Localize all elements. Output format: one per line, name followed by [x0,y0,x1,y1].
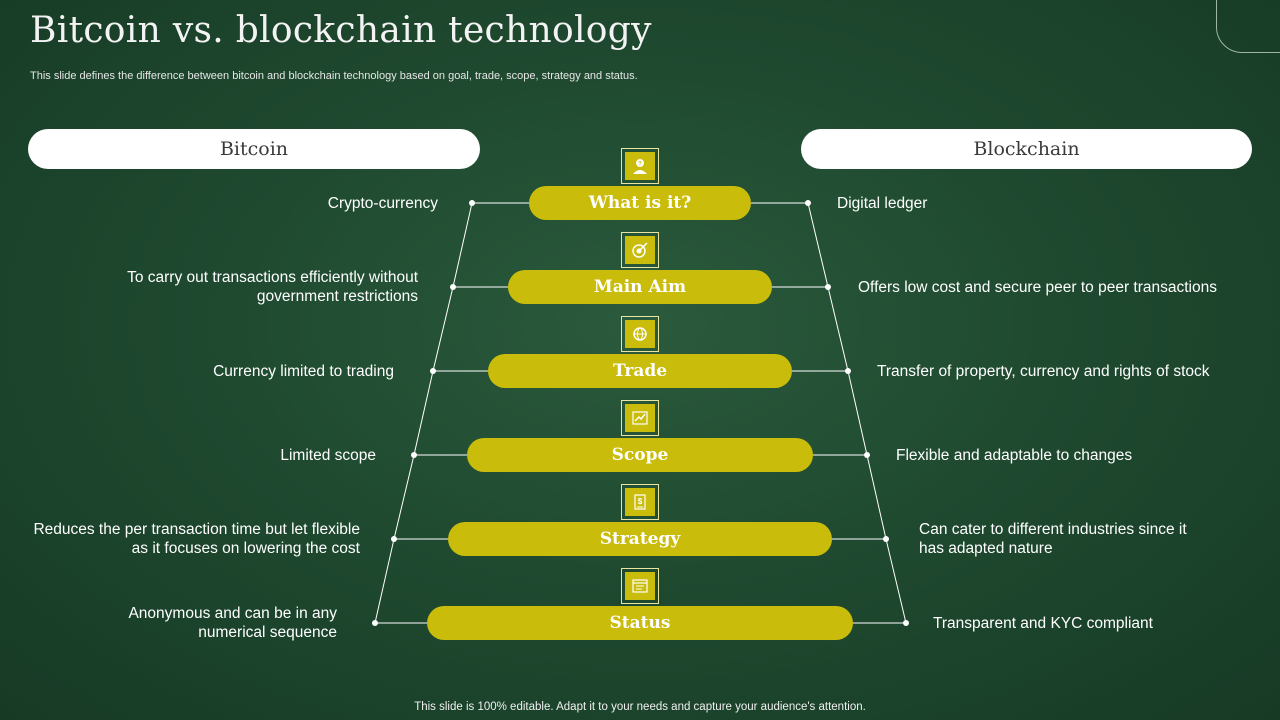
row-label-main-aim: Main Aim [508,270,772,304]
person-question-icon: ? [621,148,659,184]
bitcoin-scope: Limited scope [280,447,376,464]
bitcoin-header: Bitcoin [28,129,480,169]
page-title: Bitcoin vs. blockchain technology [30,10,652,51]
row-label-what-is-it: What is it? [529,186,751,220]
bitcoin-status: Anonymous and can be in any numerical se… [128,605,337,641]
growth-chart-icon [621,400,659,436]
blockchain-what-is-it: Digital ledger [837,195,928,212]
bitcoin-what-is-it: Crypto-currency [327,195,438,212]
strategy-board-icon: $ [621,484,659,520]
row-label-trade: Trade [488,354,792,388]
globe-exchange-icon [621,316,659,352]
bitcoin-strategy: Reduces the per transaction time but let… [33,521,360,557]
bitcoin-trade: Currency limited to trading [213,363,394,380]
blockchain-strategy: Can cater to different industries since … [919,521,1187,557]
blockchain-header: Blockchain [801,129,1252,169]
status-window-icon [621,568,659,604]
svg-text:$: $ [638,497,643,506]
svg-text:?: ? [638,162,642,168]
blockchain-trade: Transfer of property, currency and right… [877,363,1210,380]
blockchain-scope: Flexible and adaptable to changes [896,447,1133,464]
corner-decoration [1216,0,1280,53]
page-subtitle: This slide defines the difference betwee… [30,70,638,82]
footer-note: This slide is 100% editable. Adapt it to… [414,701,866,713]
row-label-status: Status [427,606,853,640]
target-arrow-icon [621,232,659,268]
blockchain-status: Transparent and KYC compliant [933,615,1153,632]
row-label-scope: Scope [467,438,813,472]
bitcoin-main-aim: To carry out transactions efficiently wi… [127,269,418,305]
row-label-strategy: Strategy [448,522,832,556]
blockchain-main-aim: Offers low cost and secure peer to peer … [858,279,1217,296]
